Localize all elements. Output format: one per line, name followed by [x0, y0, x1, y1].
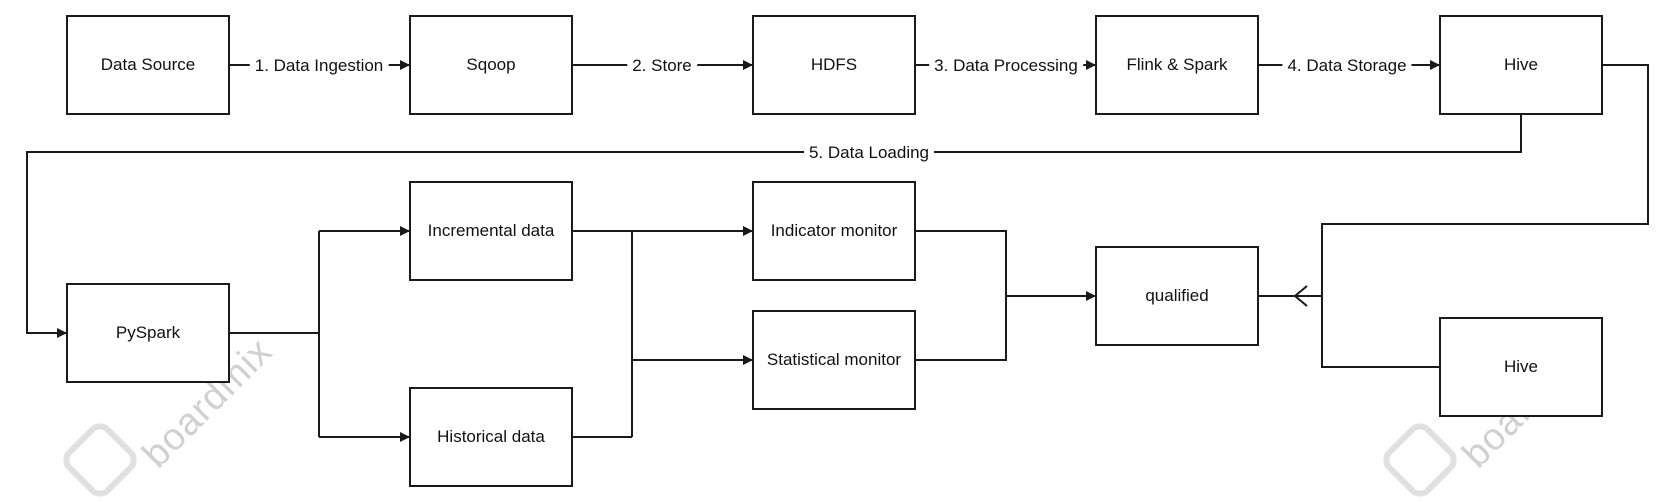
- node-hive-top: Hive: [1439, 15, 1603, 115]
- node-hdfs: HDFS: [752, 15, 916, 115]
- node-incremental-data: Incremental data: [409, 181, 573, 281]
- node-pyspark: PySpark: [66, 283, 230, 383]
- node-data-source: Data Source: [66, 15, 230, 115]
- node-hive-bottom: Hive: [1439, 317, 1603, 417]
- edge-data-loading: [26, 115, 1522, 338]
- edge-label-ingestion: 1. Data Ingestion: [249, 56, 389, 76]
- edge-indicator-out: [916, 230, 1007, 361]
- edge-label-store: 2. Store: [627, 56, 697, 76]
- node-qualified: qualified: [1095, 246, 1259, 346]
- open-arrow-head: [1293, 285, 1308, 307]
- node-historical-data: Historical data: [409, 387, 573, 487]
- edge-label-processing: 3. Data Processing: [929, 56, 1083, 76]
- node-statistical-monitor: Statistical monitor: [752, 310, 916, 410]
- edge-label-storage: 4. Data Storage: [1282, 56, 1412, 76]
- node-flink-spark: Flink & Spark: [1095, 15, 1259, 115]
- edge-hive-top-out: [1321, 64, 1649, 368]
- node-indicator-monitor: Indicator monitor: [752, 181, 916, 281]
- node-sqoop: Sqoop: [409, 15, 573, 115]
- edge-label-data-loading: 5. Data Loading: [803, 143, 935, 163]
